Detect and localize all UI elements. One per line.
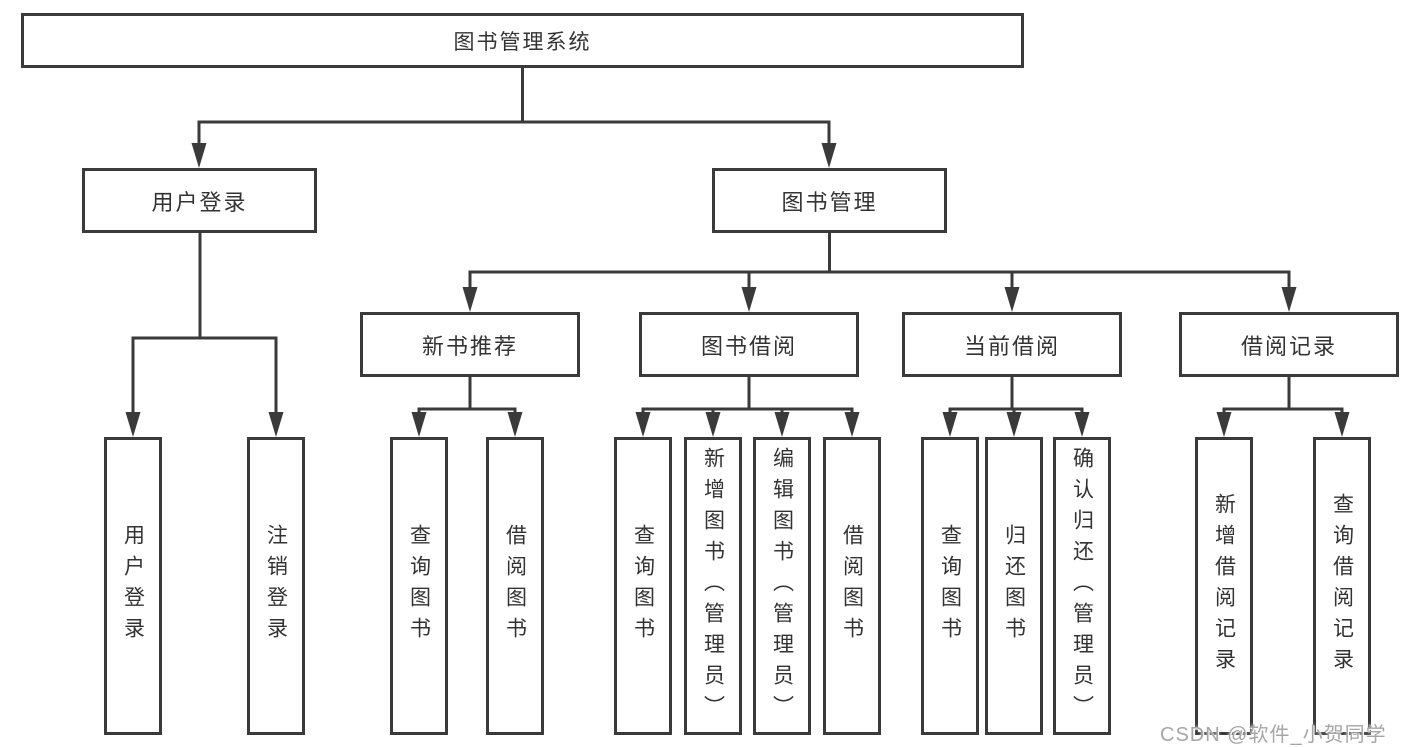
leaf-logout: 注销登录 — [247, 437, 305, 735]
leaf-borrow-books-recommend: 借阅图书 — [486, 437, 544, 735]
node-label: 借阅图书 — [503, 524, 527, 648]
node-label: 确认归还（管理员） — [1070, 446, 1094, 726]
leaf-return-books: 归还图书 — [985, 437, 1043, 735]
node-label: 查询图书 — [631, 524, 655, 648]
arrowhead-icon — [1006, 412, 1022, 437]
node-label: 新增借阅记录 — [1212, 493, 1236, 679]
leaf-add-book-admin: 新增图书（管理员） — [684, 437, 742, 735]
arrowhead-icon — [774, 412, 790, 437]
node-borrowing-records: 借阅记录 — [1179, 312, 1399, 377]
node-label: 新书推荐 — [421, 333, 518, 359]
arrowhead-icon — [942, 412, 958, 437]
node-label: 新增图书（管理员） — [701, 446, 725, 726]
node-label: 用户登录 — [121, 524, 145, 648]
arrowhead-icon — [268, 412, 284, 437]
arrowhead-icon — [741, 287, 757, 312]
arrowhead-icon — [635, 412, 651, 437]
node-label: 用户登录 — [151, 189, 248, 215]
node-library-management-system: 图书管理系统 — [21, 13, 1024, 68]
node-label: 查询图书 — [938, 524, 962, 648]
node-book-management: 图书管理 — [712, 168, 947, 233]
arrowhead-icon — [821, 143, 837, 168]
node-label: 当前借阅 — [963, 333, 1060, 359]
leaf-query-books-current: 查询图书 — [921, 437, 979, 735]
leaf-query-books-recommend: 查询图书 — [390, 437, 448, 735]
leaf-confirm-return-admin: 确认归还（管理员） — [1053, 437, 1111, 735]
arrowhead-icon — [1334, 412, 1350, 437]
arrowhead-icon — [411, 412, 427, 437]
arrowhead-icon — [125, 412, 141, 437]
node-new-book-recommendation: 新书推荐 — [360, 312, 580, 377]
arrowhead-icon — [1074, 412, 1090, 437]
node-label: 图书借阅 — [700, 333, 797, 359]
leaf-borrow-books-borrowing: 借阅图书 — [823, 437, 881, 735]
node-label: 注销登录 — [264, 524, 288, 648]
node-label: 查询借阅记录 — [1330, 493, 1354, 679]
node-user-login: 用户登录 — [82, 168, 317, 233]
leaf-query-borrow-record: 查询借阅记录 — [1313, 437, 1371, 735]
arrowhead-icon — [507, 412, 523, 437]
arrowhead-icon — [462, 287, 478, 312]
node-label: 借阅记录 — [1240, 333, 1337, 359]
node-current-borrowing: 当前借阅 — [902, 312, 1122, 377]
leaf-edit-book-admin: 编辑图书（管理员） — [753, 437, 811, 735]
leaf-user-login: 用户登录 — [104, 437, 162, 735]
node-label: 归还图书 — [1002, 524, 1026, 648]
arrowhead-icon — [1004, 287, 1020, 312]
node-label: 编辑图书（管理员） — [770, 446, 794, 726]
node-label: 借阅图书 — [840, 524, 864, 648]
arrowhead-icon — [705, 412, 721, 437]
node-label: 图书管理 — [781, 189, 878, 215]
arrowhead-icon — [191, 143, 207, 168]
leaf-query-books-borrowing: 查询图书 — [614, 437, 672, 735]
node-label: 查询图书 — [407, 524, 431, 648]
arrowhead-icon — [1281, 287, 1297, 312]
leaf-add-borrow-record: 新增借阅记录 — [1195, 437, 1253, 735]
node-label: 图书管理系统 — [453, 30, 592, 54]
node-book-borrowing: 图书借阅 — [639, 312, 859, 377]
watermark: CSDN @软件_小贺同学 — [1160, 724, 1387, 746]
arrowhead-icon — [1216, 412, 1232, 437]
arrowhead-icon — [844, 412, 860, 437]
